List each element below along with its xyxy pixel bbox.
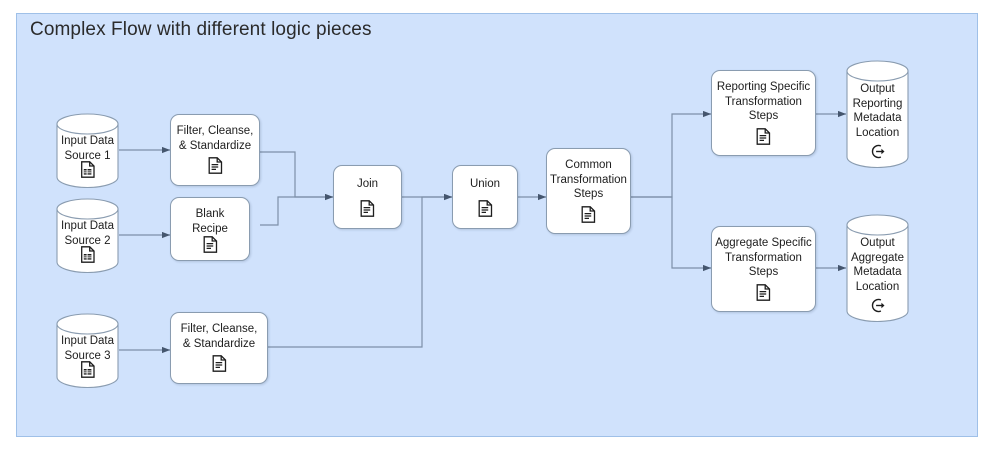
file-document-icon — [80, 246, 95, 263]
recipe-document-icon — [581, 206, 596, 223]
node-filter3[interactable]: Filter, Cleanse,& Standardize — [170, 312, 268, 384]
recipe-document-icon — [360, 200, 375, 217]
export-arrow-icon — [869, 143, 886, 160]
recipe-document-icon — [203, 236, 218, 253]
node-label: Filter, Cleanse,& Standardize — [176, 125, 254, 152]
cylinder-shape — [56, 313, 119, 388]
recipe-document-icon — [478, 200, 493, 217]
cylinder-shape — [56, 198, 119, 273]
page-title: Complex Flow with different logic pieces — [30, 19, 372, 40]
cylinder-shape — [846, 214, 909, 322]
recipe-document-icon — [756, 284, 771, 301]
file-document-icon — [80, 361, 95, 378]
recipe-document-icon — [756, 128, 771, 145]
recipe-document-icon — [212, 355, 227, 372]
cylinder-shape — [56, 113, 119, 188]
recipe-document-icon — [208, 157, 223, 174]
file-document-icon — [80, 161, 95, 178]
node-label: Union — [469, 178, 501, 190]
node-label: Filter, Cleanse,& Standardize — [180, 323, 258, 350]
node-union[interactable]: Union — [452, 165, 518, 229]
node-join[interactable]: Join — [333, 165, 402, 229]
cylinder-shape — [846, 60, 909, 168]
node-label: Join — [356, 178, 379, 190]
export-arrow-icon — [869, 297, 886, 314]
node-filter1[interactable]: Filter, Cleanse,& Standardize — [170, 114, 260, 186]
